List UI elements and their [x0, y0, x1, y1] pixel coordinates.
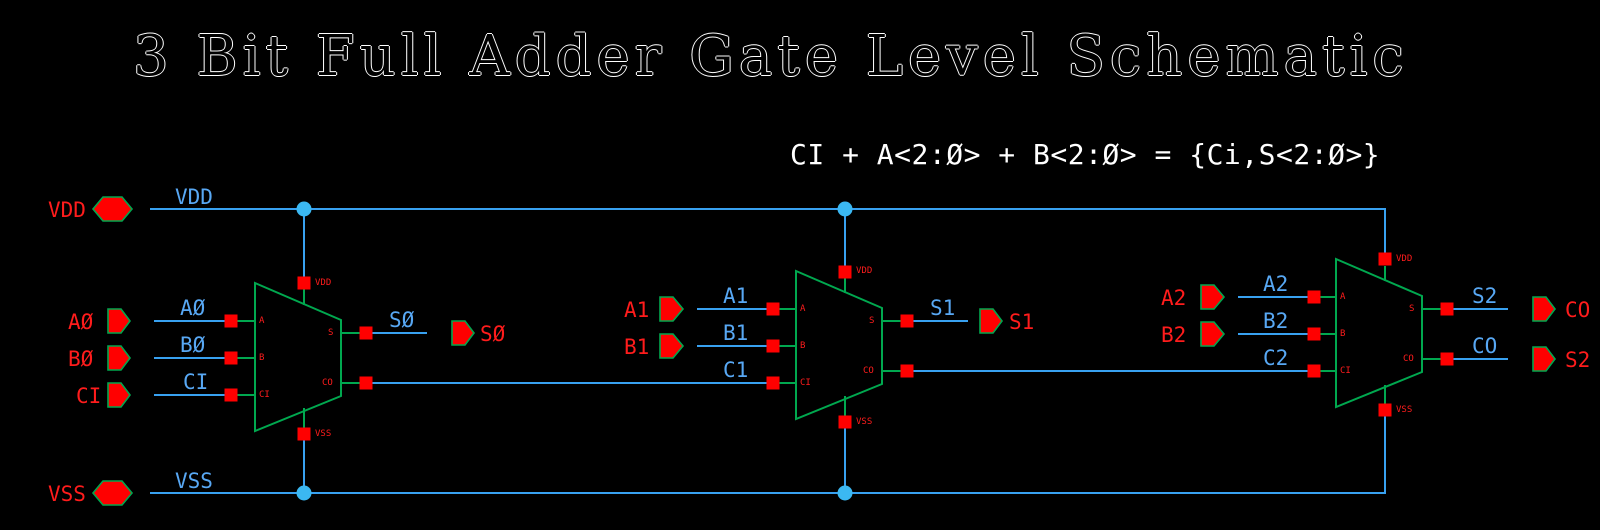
vdd-rail-wire[interactable] [150, 208, 1386, 253]
b0-port-label: BØ [68, 347, 94, 371]
fa0-pin-ci-square [224, 388, 238, 402]
fa2-pin-b-square [1307, 327, 1321, 341]
vdd-net-label: VDD [175, 185, 213, 209]
fa0-pin-vss-label: VSS [315, 429, 332, 439]
co-output-port[interactable] [1532, 296, 1556, 322]
a2-input-port[interactable] [1200, 284, 1226, 310]
fa2-pin-co-square [1440, 352, 1454, 366]
fa1-pin-co-square [900, 364, 914, 378]
fa1-pin-b-square [766, 339, 780, 353]
b2-net-label: B2 [1263, 309, 1289, 333]
co-port-label: CO [1565, 298, 1591, 322]
fa2-pin-a-label: A [1340, 292, 1346, 302]
s2-port-label: S2 [1565, 348, 1591, 372]
fa2-pin-a-square [1307, 290, 1321, 304]
b1-input-port[interactable] [659, 333, 685, 359]
fa0-pin-vdd-label: VDD [315, 278, 332, 288]
fa1-pin-vdd-label: VDD [856, 266, 873, 276]
fa1-pin-ci-square [766, 376, 780, 390]
full-adder-2-body[interactable] [1335, 257, 1423, 409]
fa0-pin-ci-label: CI [259, 390, 270, 400]
junction-dot [296, 485, 312, 501]
fa0-pin-a-square [224, 314, 238, 328]
fa2-pin-co-label: CO [1403, 354, 1414, 364]
ci-net-label: CI [183, 370, 209, 394]
c2-net-label: C2 [1263, 346, 1289, 370]
fa1-pin-co-label: CO [863, 366, 874, 376]
junction-dot [837, 201, 853, 217]
s1-output-port[interactable] [979, 308, 1003, 334]
fa2-pin-vdd-label: VDD [1396, 254, 1413, 264]
fa0-pin-co-square [359, 376, 373, 390]
fa1-pin-vss-square [838, 415, 852, 429]
fa1-pin-a-square [766, 302, 780, 316]
ci-port-label: CI [76, 384, 102, 408]
fa0-pin-b-label: B [259, 353, 265, 363]
b0-net-label: BØ [180, 333, 206, 357]
full-adder-1-symbol[interactable] [766, 265, 914, 429]
b1-port-label: B1 [624, 335, 650, 359]
a2-net-label: A2 [1263, 272, 1289, 296]
vss-port-label: VSS [48, 482, 86, 506]
fa2-pin-vss-label: VSS [1396, 405, 1413, 415]
fa1-pin-a-label: A [800, 304, 806, 314]
b0-input-port[interactable] [107, 345, 131, 371]
s0-output-port[interactable] [451, 320, 475, 346]
s2-output-port[interactable] [1532, 346, 1556, 372]
junction-dot [296, 201, 312, 217]
s2-net-label: S2 [1472, 284, 1498, 308]
co-net-label: CO [1472, 334, 1498, 358]
fa1-pin-ci-label: CI [800, 378, 811, 388]
vdd-port-hexagon[interactable] [91, 196, 134, 222]
fa2-pin-vdd-square [1378, 252, 1392, 266]
s0-port-label: SØ [480, 322, 506, 346]
junction-dot [837, 485, 853, 501]
fa2-pin-vss-square [1378, 403, 1392, 417]
fa0-pin-s-label: S [328, 328, 334, 338]
fa2-pin-ci-square [1307, 364, 1321, 378]
fa1-pin-s-square [900, 314, 914, 328]
full-adder-2-symbol[interactable] [1307, 252, 1454, 417]
b2-port-label: B2 [1161, 323, 1187, 347]
a0-net-label: AØ [180, 296, 206, 320]
fa2-pin-b-label: B [1340, 329, 1346, 339]
vss-rail-wire[interactable] [150, 416, 1386, 494]
fa0-pin-a-label: A [259, 316, 265, 326]
vss-net-label: VSS [175, 469, 213, 493]
full-adder-0-body[interactable] [254, 281, 342, 433]
fa1-pin-s-label: S [869, 316, 875, 326]
page-title: 3 Bit Full Adder Gate Level Schematic [133, 24, 1409, 89]
fa0-pin-vss-square [297, 427, 311, 441]
fa2-pin-s-square [1440, 302, 1454, 316]
full-adder-0-symbol[interactable] [224, 276, 373, 441]
fa2-pin-s-label: S [1409, 304, 1415, 314]
s1-port-label: S1 [1009, 310, 1035, 334]
full-adder-1-body[interactable] [795, 269, 883, 421]
fa0-pin-b-square [224, 351, 238, 365]
a1-input-port[interactable] [659, 296, 685, 322]
fa0-pin-s-square [359, 326, 373, 340]
fa0-pin-co-label: CO [322, 378, 333, 388]
a0-input-port[interactable] [107, 308, 131, 334]
fa1-pin-vdd-square [838, 265, 852, 279]
b1-net-label: B1 [723, 321, 749, 345]
c1-net-label: C1 [723, 358, 749, 382]
a1-port-label: A1 [624, 298, 650, 322]
vss-port-hexagon[interactable] [91, 480, 134, 506]
s1-net-label: S1 [930, 296, 956, 320]
fa2-pin-ci-label: CI [1340, 366, 1351, 376]
fa1-pin-vss-label: VSS [856, 417, 873, 427]
a2-port-label: A2 [1161, 286, 1187, 310]
fa0-pin-vdd-square [297, 276, 311, 290]
adder-equation: CI + A<2:Ø> + B<2:Ø> = {Ci,S<2:Ø>} [790, 138, 1381, 171]
b2-input-port[interactable] [1200, 321, 1226, 347]
a0-port-label: AØ [68, 310, 94, 334]
vdd-port-label: VDD [48, 198, 86, 222]
s0-net-label: SØ [389, 308, 415, 332]
a1-net-label: A1 [723, 284, 749, 308]
fa1-pin-b-label: B [800, 341, 806, 351]
ci-input-port[interactable] [107, 382, 131, 408]
